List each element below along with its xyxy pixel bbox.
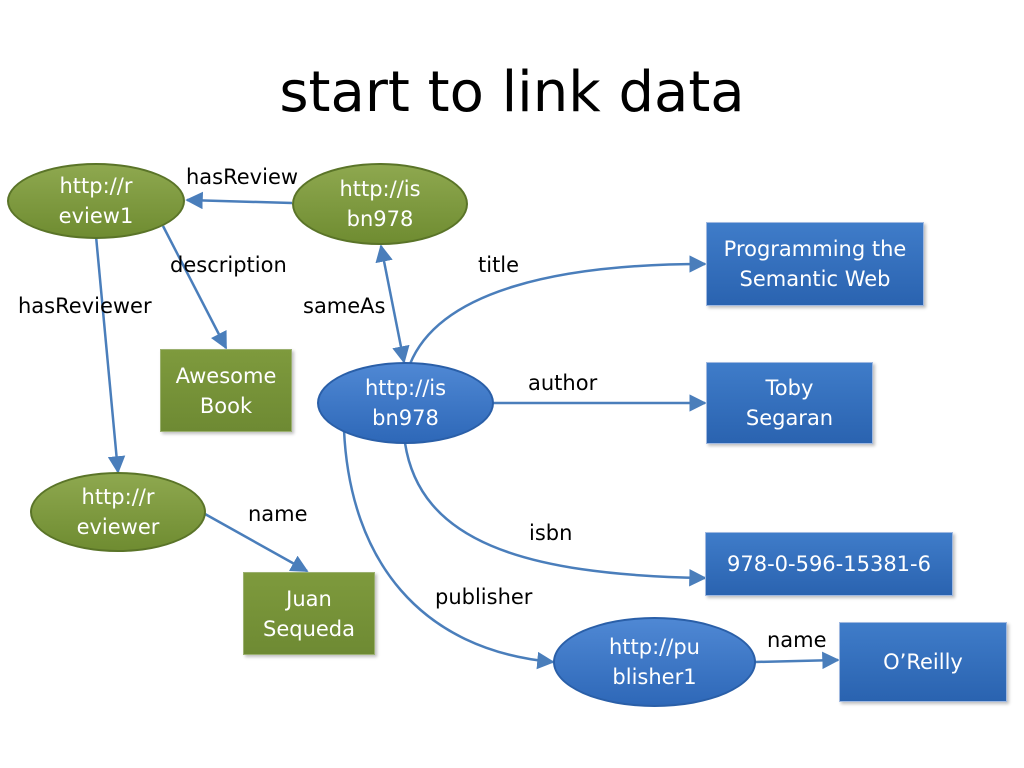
node-juan-line1: Juan xyxy=(286,586,332,611)
node-publisher1-line1: http://pu xyxy=(609,635,700,659)
node-oreilly: O’Reilly xyxy=(839,622,1007,702)
node-isbn-green-line1: http://is xyxy=(339,177,421,201)
label-hasreviewer: hasReviewer xyxy=(18,294,152,318)
node-reviewer: http://r eviewer xyxy=(30,472,206,552)
edge-publisher-name xyxy=(754,651,840,670)
label-publisher: publisher xyxy=(435,585,533,609)
label-reviewer-name: name xyxy=(248,502,308,526)
edge-hasreview xyxy=(185,191,293,210)
node-programming-line1: Programming the xyxy=(723,237,907,261)
node-isbn-number-line1: 978-0-596-15381-6 xyxy=(726,552,931,576)
node-publisher1-line2: blisher1 xyxy=(612,665,697,689)
node-isbn-number: 978-0-596-15381-6 xyxy=(705,532,953,596)
node-isbn-green-line2: bn978 xyxy=(346,207,414,231)
slide-title: start to link data xyxy=(279,60,745,125)
label-sameas: sameAs xyxy=(303,294,386,318)
node-awesome-book-line2: Book xyxy=(199,393,253,418)
node-review1-line1: http://r xyxy=(59,174,133,198)
node-isbn-blue-line1: http://is xyxy=(364,376,447,400)
edge-hasreviewer xyxy=(94,235,126,474)
node-isbn-blue-line2: bn978 xyxy=(372,406,439,430)
label-hasreview: hasReview xyxy=(186,165,299,189)
label-author: author xyxy=(528,371,598,395)
node-review1: http://r eview1 xyxy=(7,163,185,239)
node-awesome-book-line1: Awesome xyxy=(175,363,277,388)
edge-publisher xyxy=(342,429,555,670)
node-toby-line2: Segaran xyxy=(745,406,834,430)
edge-isbn xyxy=(403,442,707,587)
label-isbn: isbn xyxy=(529,521,573,545)
edge-title xyxy=(408,255,707,365)
node-oreilly-line1: O’Reilly xyxy=(883,650,963,674)
node-juan-line2: Sequeda xyxy=(262,616,355,641)
edge-reviewer-name xyxy=(204,512,309,573)
edge-sameas xyxy=(375,244,410,364)
node-isbn-blue: http://is bn978 xyxy=(317,362,494,444)
label-title: title xyxy=(478,253,520,277)
node-review1-line2: eview1 xyxy=(58,204,134,228)
node-reviewer-line2: eviewer xyxy=(76,515,160,539)
node-reviewer-line1: http://r xyxy=(81,485,155,509)
node-toby-line1: Toby xyxy=(765,376,814,400)
label-description: description xyxy=(170,253,287,277)
node-isbn-green: http://is bn978 xyxy=(292,163,468,245)
label-publisher-name: name xyxy=(767,628,827,652)
edge-description xyxy=(161,225,228,350)
node-programming-line2: Semantic Web xyxy=(739,267,891,291)
node-publisher1: http://pu blisher1 xyxy=(553,617,756,707)
